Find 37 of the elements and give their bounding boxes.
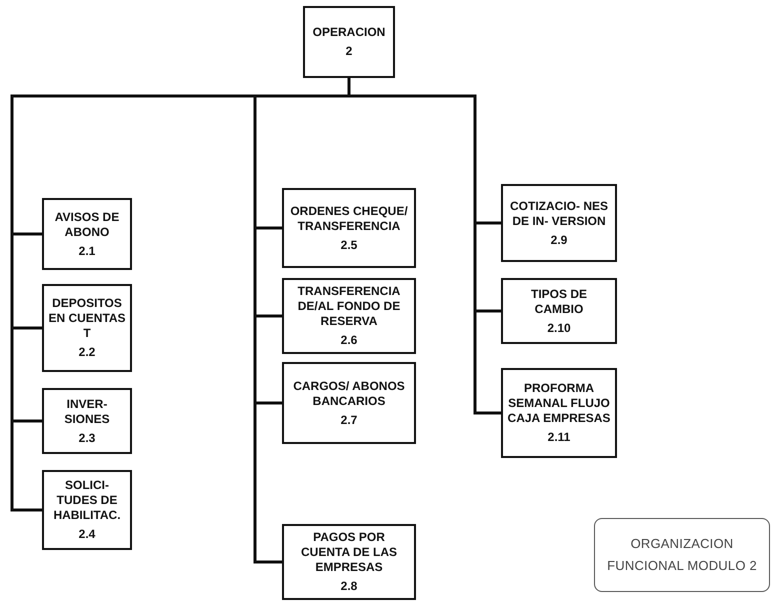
- box-label: TIPOS DE CAMBIO: [530, 286, 588, 316]
- section-number: 2.9: [550, 232, 568, 248]
- function-box: [42, 198, 132, 270]
- section-number: 2.3: [78, 430, 96, 446]
- box-label: SOLICI- TUDES DE HABILITAC.: [52, 478, 122, 523]
- function-box: [282, 362, 416, 444]
- root-box: [303, 6, 395, 78]
- box-label: PAGOS POR CUENTA DE LAS EMPRESAS: [300, 530, 398, 575]
- function-box: [501, 278, 617, 344]
- function-box: [501, 184, 617, 262]
- box-label: COTIZACIO- NES DE IN- VERSION: [509, 198, 609, 228]
- box-label: AVISOS DE ABONO: [54, 210, 120, 240]
- box-label: DEPOSITOS EN CUENTAS T: [47, 296, 127, 341]
- title-box: ORGANIZACION FUNCIONAL MODULO 2: [594, 518, 770, 592]
- section-number: 2.4: [78, 527, 96, 542]
- box-label: PROFORMA SEMANAL FLUJO CAJA EMPRESAS: [506, 381, 612, 426]
- box-label: CARGOS/ ABONOS BANCARIOS: [292, 378, 406, 408]
- function-box: [42, 388, 132, 454]
- section-number: 2: [346, 44, 352, 59]
- section-number: 2.11: [548, 430, 570, 445]
- section-number: 2.10: [547, 320, 571, 336]
- section-number: 2.5: [340, 238, 358, 252]
- section-number: 2.8: [340, 579, 358, 594]
- function-box: [282, 278, 416, 354]
- section-number: 2.7: [340, 412, 358, 428]
- section-number: 2.1: [78, 244, 96, 258]
- function-box: [282, 524, 416, 600]
- box-label: ORDENES CHEQUE/ TRANSFERENCIA: [289, 204, 409, 234]
- section-number: 2.6: [340, 333, 358, 348]
- function-box: [501, 368, 617, 458]
- section-number: 2.2: [78, 345, 96, 360]
- function-box: [42, 284, 132, 372]
- box-label: OPERACION: [312, 25, 386, 40]
- function-box: [42, 470, 132, 550]
- box-label: INVER- SIONES: [63, 396, 111, 426]
- function-box: [282, 188, 416, 268]
- box-label: TRANSFERENCIA DE/AL FONDO DE RESERVA: [296, 284, 402, 329]
